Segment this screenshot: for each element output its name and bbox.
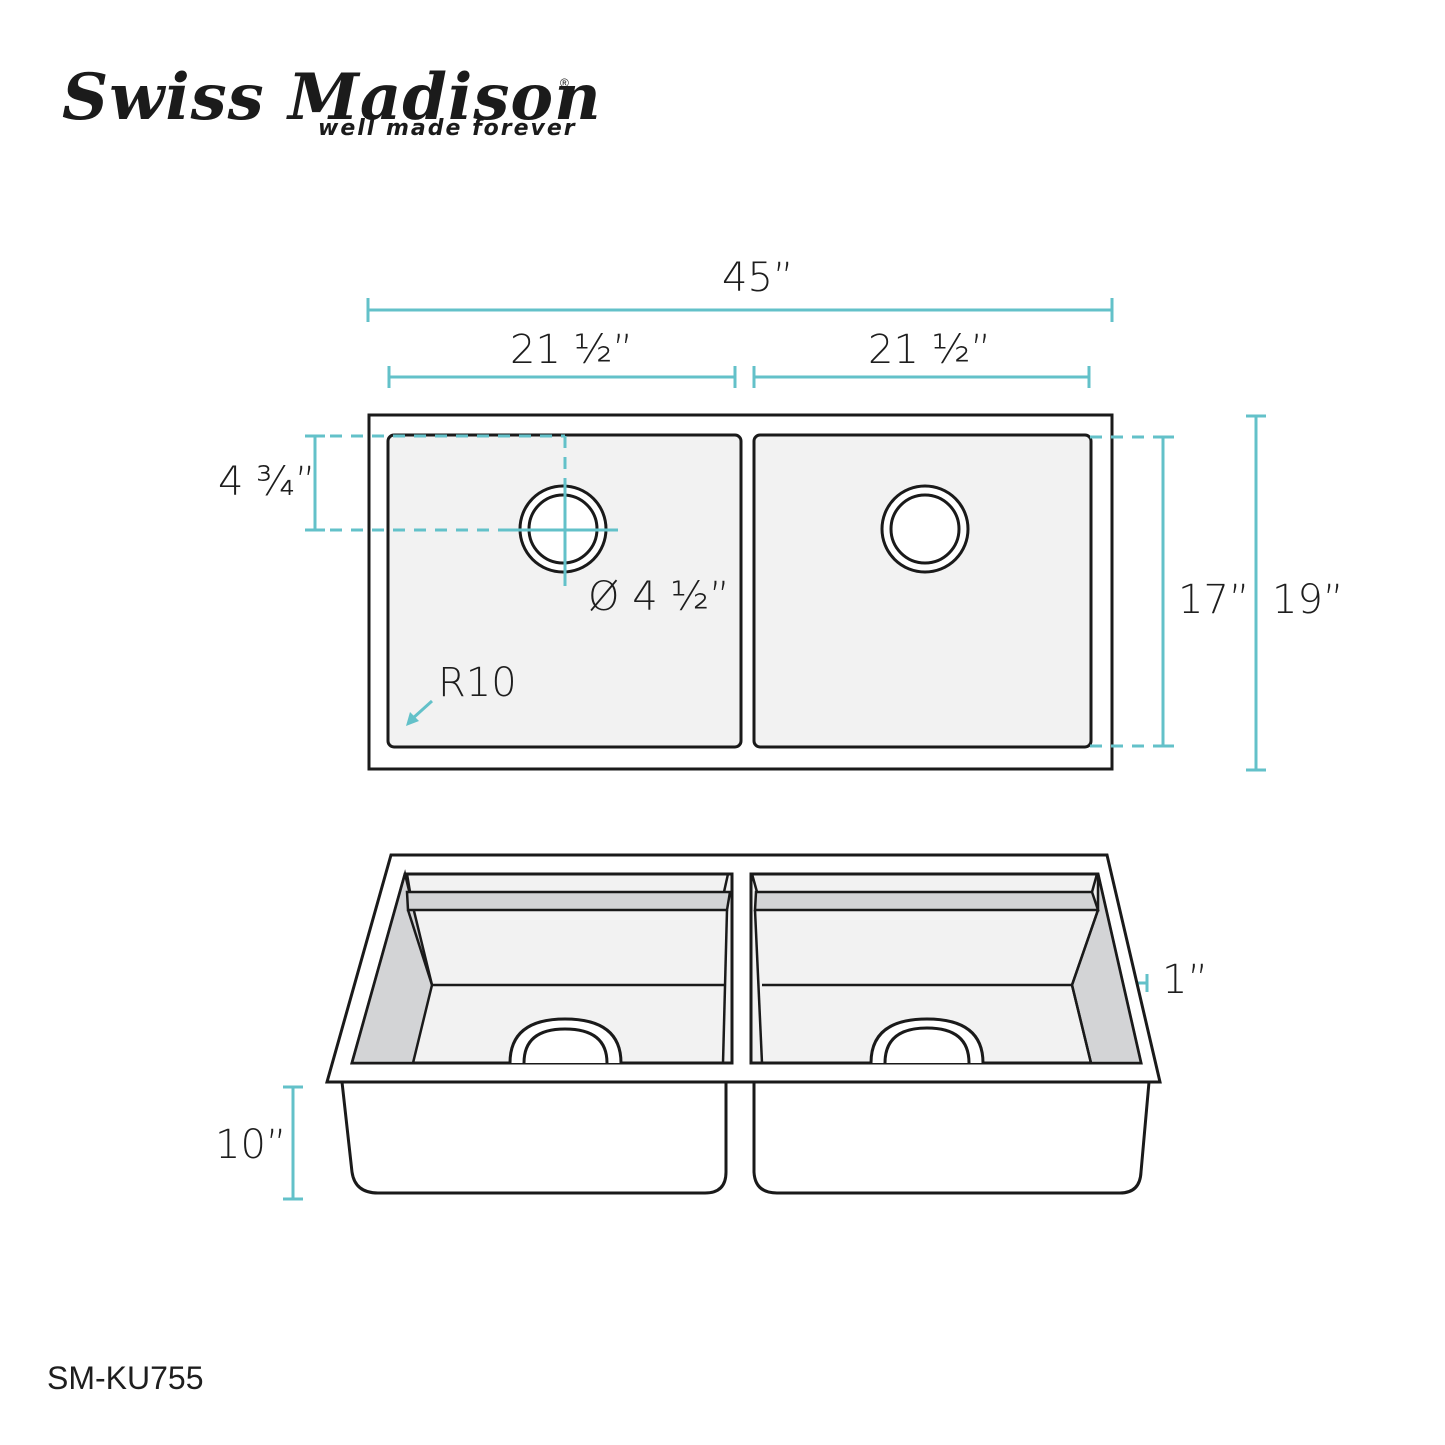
dimension-lines [283, 298, 1266, 1201]
rim-width-label: 1” [1162, 957, 1209, 1003]
registered-mark: ® [560, 76, 569, 90]
drain-diameter-label: Ø 4 ½” [588, 574, 730, 620]
basin-height-label: 10” [215, 1122, 287, 1168]
left-basin-width-label: 21 ½” [510, 327, 634, 373]
drain-offset-label: 4 ¾” [218, 459, 316, 505]
basin-depth-label: 17” [1178, 577, 1250, 623]
brand-logo: Swiss Madison ® well made forever [62, 60, 601, 170]
right-basin-width-label: 21 ½” [868, 327, 992, 373]
left-basin-front [340, 1081, 728, 1195]
model-number: SM-KU755 [47, 1360, 204, 1396]
right-basin-top [752, 433, 1093, 749]
overall-width-label: 45” [722, 255, 794, 301]
top-view [367, 413, 1114, 771]
sink-outline-top [367, 413, 1114, 771]
right-drain-inner [889, 493, 961, 565]
corner-radius-label: R10 [438, 660, 517, 706]
front-view [325, 853, 1162, 1195]
right-basin-front [752, 1081, 1151, 1195]
brand-name: Swiss Madison [62, 60, 602, 135]
overall-depth-label: 19” [1272, 577, 1344, 623]
right-drain-outer [880, 484, 970, 574]
brand-tagline: well made forever [318, 116, 577, 141]
